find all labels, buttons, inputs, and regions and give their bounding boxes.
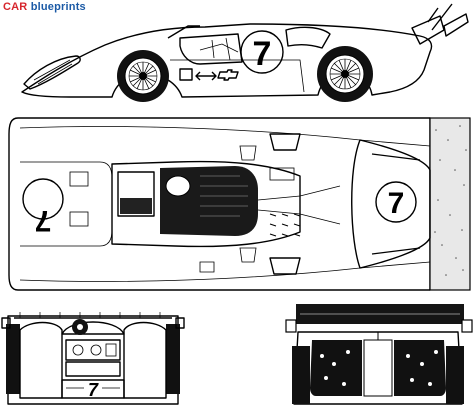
rear-deck bbox=[351, 139, 431, 269]
front-wheel bbox=[117, 50, 169, 102]
top-view: 7 7 bbox=[8, 117, 471, 291]
front-windscreen bbox=[61, 321, 125, 335]
logo-text-car: CAR bbox=[3, 1, 28, 13]
right-intake bbox=[269, 257, 301, 275]
rear-intake bbox=[285, 26, 331, 49]
rear-number-roundel bbox=[375, 181, 417, 223]
top-body-outline bbox=[8, 117, 431, 291]
rear-view bbox=[285, 304, 473, 405]
top-cockpit bbox=[111, 160, 301, 248]
site-logo: CAR blueprints bbox=[3, 1, 86, 13]
windscreen bbox=[167, 25, 200, 39]
front-view: 7 bbox=[1, 312, 185, 405]
arrow-decal bbox=[195, 71, 217, 81]
rear-car-number: 7 bbox=[388, 187, 405, 220]
rear-wing bbox=[411, 15, 445, 45]
driver-seat bbox=[117, 171, 155, 217]
chevrolet-bowtie-decal bbox=[217, 69, 239, 81]
rear-view-left-wheel bbox=[292, 346, 310, 404]
side-view: 7 bbox=[21, 3, 469, 102]
left-intake bbox=[269, 133, 301, 151]
cockpit-opening bbox=[179, 33, 243, 65]
side-number-roundel bbox=[240, 30, 284, 74]
front-number-roundel bbox=[22, 178, 64, 220]
rear-view-right-wheel bbox=[446, 346, 464, 404]
rear-panel bbox=[429, 117, 471, 291]
front-car-number: 7 bbox=[35, 204, 52, 237]
rear-spoiler-tip bbox=[443, 13, 469, 37]
rear-wheel bbox=[317, 46, 373, 102]
nose-car-number: 7 bbox=[88, 380, 99, 400]
side-car-number: 7 bbox=[253, 35, 272, 73]
front-nose-vent bbox=[23, 55, 81, 90]
front-view-left-wheel bbox=[6, 324, 20, 394]
logo-text-blueprints: blueprints bbox=[30, 1, 86, 13]
sponsor-decal bbox=[179, 68, 193, 81]
front-nose bbox=[61, 379, 125, 399]
rear-right-vent bbox=[394, 340, 446, 396]
seat-shadow bbox=[120, 198, 152, 214]
rear-left-vent bbox=[310, 340, 362, 396]
rear-center-panel bbox=[363, 339, 393, 397]
front-view-right-wheel bbox=[166, 324, 180, 394]
rear-wing-strut bbox=[427, 3, 453, 31]
